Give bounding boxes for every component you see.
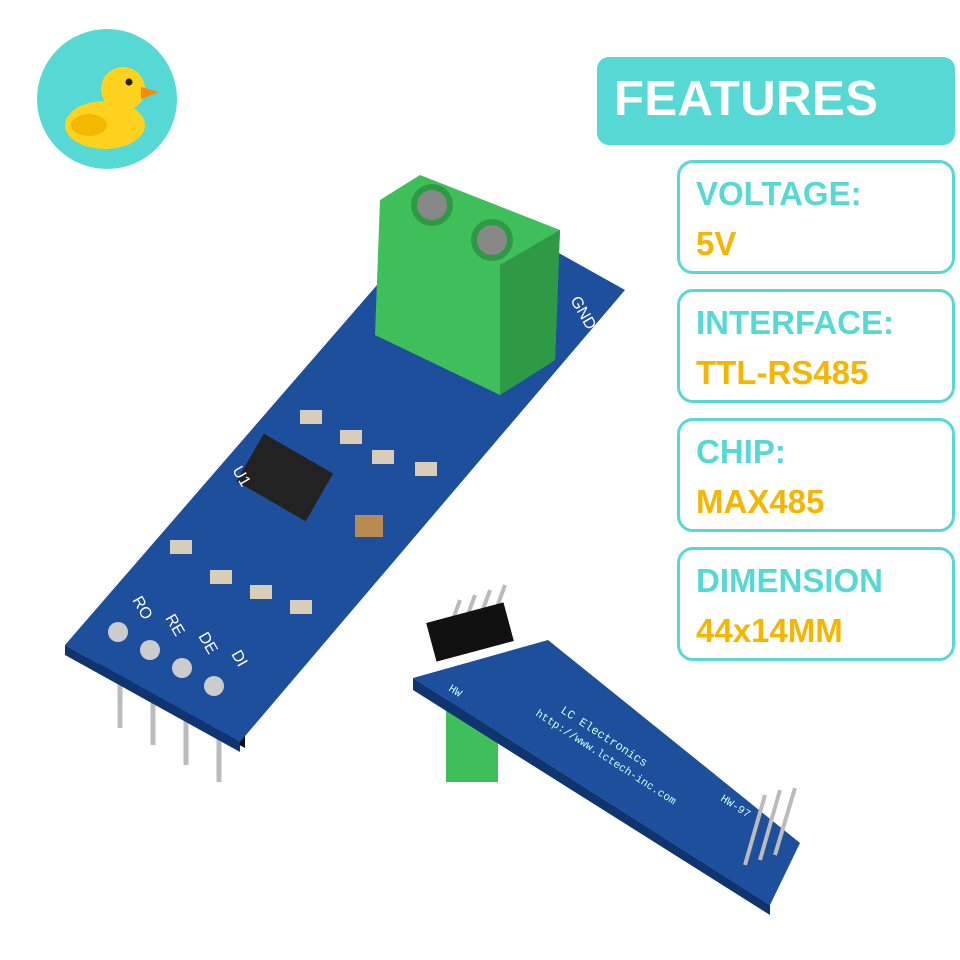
- features-header: FEATURES: [597, 57, 955, 145]
- feature-card-chip: CHIP: MAX485: [677, 418, 955, 532]
- feature-value: 44x14MM: [696, 612, 843, 649]
- pin-label: DI: [228, 648, 251, 670]
- feature-value: MAX485: [696, 483, 825, 520]
- rs485-board-front: RO RE DE DI U1 GND: [65, 175, 625, 782]
- rs485-board-back: LC Electronics http://www.lctech-inc.com…: [413, 584, 800, 915]
- feature-value: TTL-RS485: [696, 354, 869, 391]
- duck-logo: [37, 29, 177, 169]
- feature-label: DIMENSION: [696, 562, 884, 599]
- feature-card-dimension: DIMENSION 44x14MM: [677, 547, 955, 661]
- features-title: FEATURES: [614, 72, 879, 126]
- feature-label: INTERFACE:: [696, 304, 894, 341]
- max485-chip: [236, 433, 334, 522]
- terminal-block: [375, 175, 560, 395]
- feature-card-interface: INTERFACE: TTL-RS485: [677, 289, 955, 403]
- feature-label: VOLTAGE:: [696, 175, 862, 212]
- feature-label: CHIP:: [696, 433, 786, 470]
- feature-value: 5V: [696, 225, 737, 262]
- rubber-duck-icon: [65, 67, 159, 149]
- feature-card-voltage: VOLTAGE: 5V: [677, 160, 955, 274]
